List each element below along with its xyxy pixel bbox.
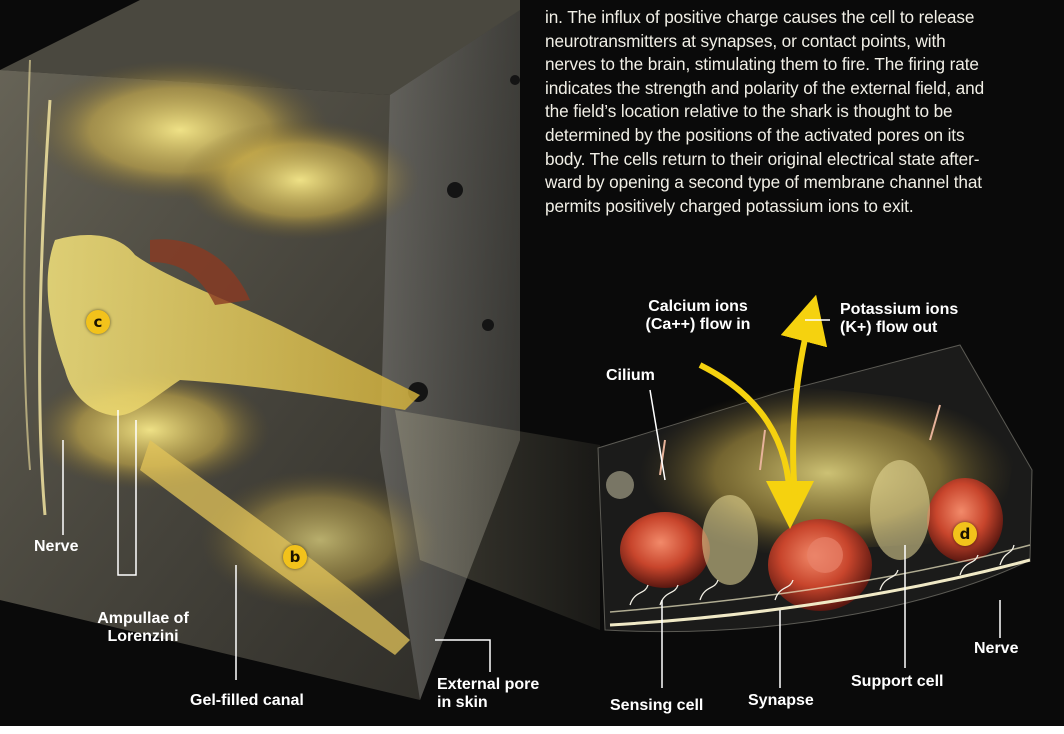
label-nerve-right: Nerve xyxy=(974,640,1018,658)
caption-line: neurotransmitters at synapses, or contac… xyxy=(545,30,1050,54)
pore-3 xyxy=(510,75,520,85)
label-sensing-cell: Sensing cell xyxy=(610,697,703,715)
label-ampullae-line1: Ampullae of xyxy=(78,610,208,628)
label-potassium-line1: Potassium ions xyxy=(840,301,958,319)
caption-line: in. The influx of positive charge causes… xyxy=(545,6,1050,30)
tissue-block xyxy=(0,0,520,700)
detail-block xyxy=(598,345,1032,632)
support-cell-2 xyxy=(870,460,930,560)
label-synapse: Synapse xyxy=(748,692,814,710)
caption-line: ward by opening a second type of membran… xyxy=(545,171,1050,195)
pore-2 xyxy=(482,319,494,331)
label-cilium: Cilium xyxy=(606,367,655,385)
label-ampullae: Ampullae of Lorenzini xyxy=(78,610,208,646)
caption-text: in. The influx of positive charge causes… xyxy=(545,6,1050,218)
label-external-pore-line1: External pore xyxy=(437,676,539,694)
bottom-border xyxy=(0,726,1064,734)
caption-line: nerves to the brain, stimulating them to… xyxy=(545,53,1050,77)
caption-line: indicates the strength and polarity of t… xyxy=(545,77,1050,101)
support-cell-1 xyxy=(702,495,758,585)
caption-line: determined by the positions of the activ… xyxy=(545,124,1050,148)
label-calcium-ions: Calcium ions (Ca++) flow in xyxy=(638,298,758,334)
caption-line: body. The cells return to their original… xyxy=(545,148,1050,172)
marker-c: c xyxy=(86,310,110,334)
label-external-pore-line2: in skin xyxy=(437,694,539,712)
caption-line: the field’s location relative to the sha… xyxy=(545,100,1050,124)
label-gel-canal: Gel-filled canal xyxy=(190,692,304,710)
label-potassium-ions: Potassium ions (K+) flow out xyxy=(840,301,958,337)
label-nerve-left: Nerve xyxy=(34,538,78,556)
marker-d: d xyxy=(953,522,977,546)
label-external-pore: External pore in skin xyxy=(437,676,539,712)
sensing-cell-3 xyxy=(927,478,1003,562)
label-calcium-line1: Calcium ions xyxy=(638,298,758,316)
label-ampullae-line2: Lorenzini xyxy=(78,628,208,646)
caption-line: permits positively charged potassium ion… xyxy=(545,195,1050,219)
label-support-cell: Support cell xyxy=(851,673,943,691)
label-potassium-line2: (K+) flow out xyxy=(840,319,958,337)
label-calcium-line2: (Ca++) flow in xyxy=(638,316,758,334)
sensing-cell-1 xyxy=(620,512,710,588)
pore-1 xyxy=(447,182,463,198)
marker-b: b xyxy=(283,545,307,569)
